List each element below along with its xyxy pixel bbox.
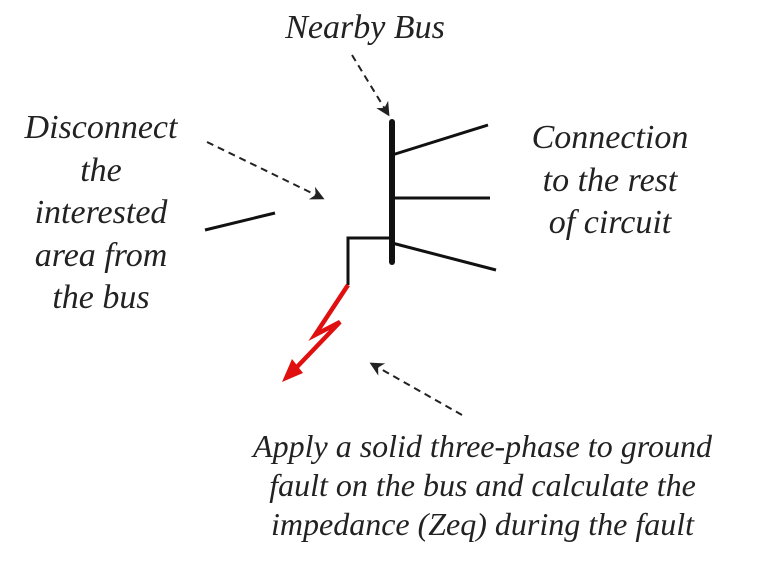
fault-pointer xyxy=(369,362,463,416)
apply-line-3: impedance (Zeq) during the fault xyxy=(270,506,695,543)
connection-label: Connection to the rest of circuit xyxy=(515,117,705,245)
nearby-bus-label: Nearby Bus xyxy=(285,9,445,46)
connection-line-1: Connection xyxy=(531,119,689,156)
apply-fault-label: Apply a solid three-phase to ground faul… xyxy=(205,427,760,544)
disconnect-line-1: Disconnect xyxy=(24,109,178,146)
disconnect-line-5: the bus xyxy=(52,279,150,316)
disconnect-line-2: the xyxy=(80,151,122,189)
connection-line-3: of circuit xyxy=(548,204,672,241)
fault-lightning-icon xyxy=(294,283,350,370)
connection-line-2: to the rest xyxy=(542,161,678,199)
apply-line-2: fault on the bus and calculate the xyxy=(269,467,696,504)
disconnect-pointer xyxy=(206,141,325,200)
disconnect-line-4: area from xyxy=(34,236,168,274)
disconnected-line xyxy=(204,211,276,232)
fault-tap-wire xyxy=(346,236,392,285)
apply-line-1: Apply a solid three-phase to ground xyxy=(253,428,712,464)
disconnect-line-3: interested xyxy=(34,194,168,231)
branch-lower xyxy=(391,241,497,272)
disconnect-label: Disconnect the interested area from the … xyxy=(6,107,196,320)
fault-arrowhead xyxy=(282,359,303,382)
branch-upper xyxy=(391,123,489,157)
nearby-bus-pointer xyxy=(351,54,390,117)
